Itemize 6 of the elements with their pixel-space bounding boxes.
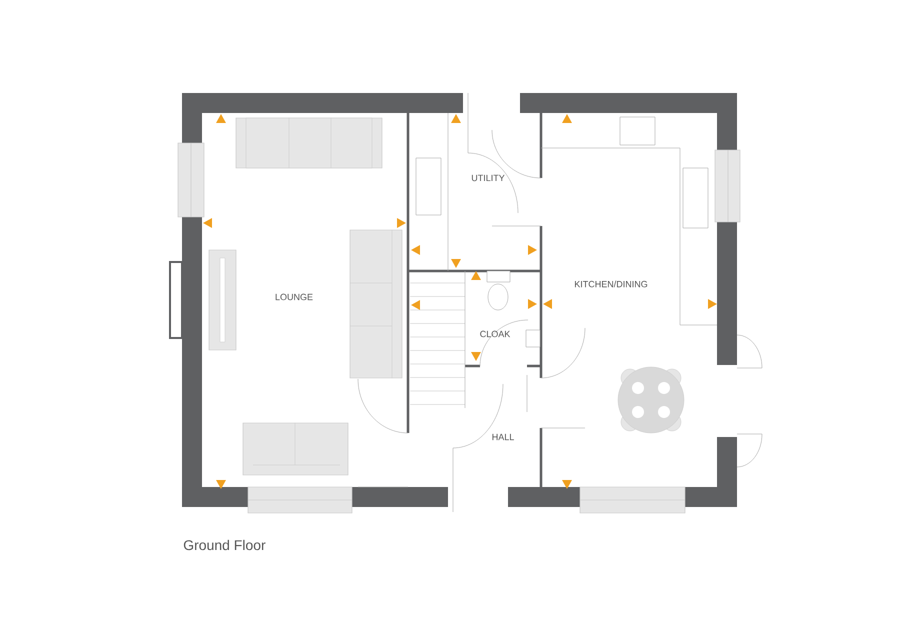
room-label: UTILITY: [472, 174, 505, 182]
room-label: LOUNGE: [276, 294, 313, 300]
room-label: HALL: [492, 434, 514, 440]
room-label: CLOAK: [480, 330, 510, 338]
room-label: KITCHEN/DINING: [575, 280, 648, 288]
floor-title: Ground Floor: [184, 540, 266, 550]
